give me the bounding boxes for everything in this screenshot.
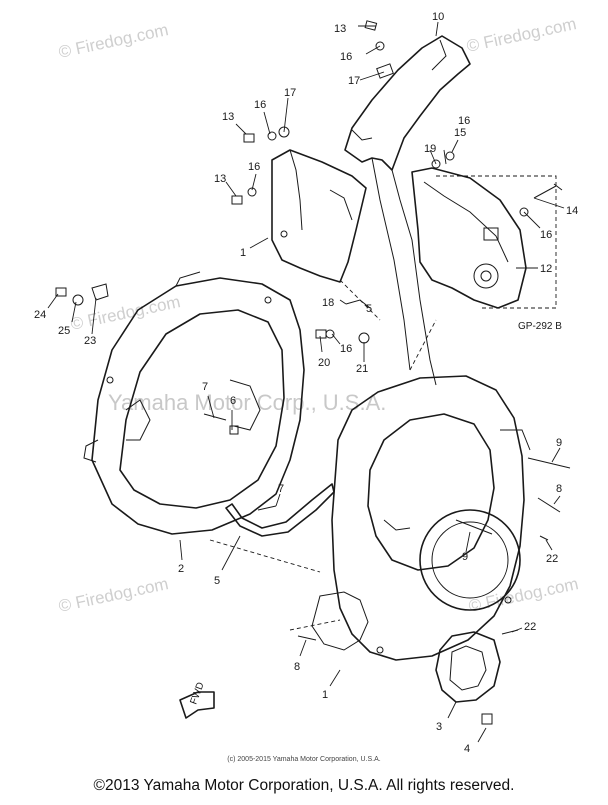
part-10-upper-cover <box>344 35 471 386</box>
watermark-firedog-top-left: © Firedog.com <box>57 20 170 62</box>
callout-1-side: 1 <box>240 247 246 259</box>
callout-8-lower: 8 <box>294 661 300 673</box>
callout-12: 12 <box>540 263 552 275</box>
callout-16-left-mid: 16 <box>248 161 260 173</box>
callout-22-lower: 22 <box>524 621 536 633</box>
callout-13-top: 13 <box>334 23 346 35</box>
part-11-side-cover <box>271 149 367 283</box>
part-2-left-housing <box>83 271 305 535</box>
callout-7-left: 7 <box>202 381 208 393</box>
callout-17-top: 17 <box>348 75 360 87</box>
diagram-code: GP-292 B <box>518 321 562 332</box>
callout-1-main: 1 <box>322 689 328 701</box>
callout-25: 25 <box>58 325 70 337</box>
callout-5: 5 <box>214 575 220 587</box>
fasteners <box>55 20 571 725</box>
callout-16-top: 16 <box>340 51 352 63</box>
leader-lines <box>47 21 565 743</box>
part-3-gasket <box>435 631 501 703</box>
part-1-crankcase <box>311 375 531 661</box>
callout-19: 19 <box>424 143 436 155</box>
part-12-cover-plate <box>411 167 557 309</box>
callout-17-left: 17 <box>284 87 296 99</box>
callout-5-top: 5 <box>366 303 372 315</box>
callout-23: 23 <box>84 335 96 347</box>
callout-22-right: 22 <box>546 553 558 565</box>
callout-10: 10 <box>432 11 444 23</box>
callout-16-mid-18: 16 <box>340 343 352 355</box>
assembly-line-2 <box>209 539 321 573</box>
callout-20: 20 <box>318 357 330 369</box>
callout-15: 15 <box>454 127 466 139</box>
watermark-firedog-bottom-left: © Firedog.com <box>57 574 170 616</box>
watermark-firedog-top-right: © Firedog.com <box>465 14 578 56</box>
part-5-brace <box>225 483 335 537</box>
watermark-yamaha: Yamaha Motor Corp., U.S.A. <box>108 390 386 415</box>
callout-16-right-mid: 16 <box>540 229 552 241</box>
callout-13-left-mid: 13 <box>214 173 226 185</box>
callout-16-right-top: 16 <box>458 115 470 127</box>
copyright-footer: ©2013 Yamaha Motor Corporation, U.S.A. A… <box>93 777 515 794</box>
fwd-arrow-icon: FWD <box>179 681 215 719</box>
callout-9-center: 9 <box>462 551 468 563</box>
callout-14: 14 <box>566 205 578 217</box>
fwd-label: FWD <box>188 681 206 706</box>
assembly-line-3 <box>409 319 437 371</box>
callout-18: 18 <box>322 297 334 309</box>
assembly-line-1 <box>289 619 341 631</box>
callout-4: 4 <box>464 743 470 755</box>
callout-7-lower: 7 <box>278 483 284 495</box>
small-credit-line: (c) 2005-2015 Yamaha Motor Corporation, … <box>227 756 381 763</box>
callout-8-right: 8 <box>556 483 562 495</box>
callout-16-left-top: 16 <box>254 99 266 111</box>
callout-9-right: 9 <box>556 437 562 449</box>
callout-13-left-top: 13 <box>222 111 234 123</box>
callout-3: 3 <box>436 721 442 733</box>
callout-21: 21 <box>356 363 368 375</box>
callout-6: 6 <box>230 395 236 407</box>
watermark-firedog-mid: © Firedog.com <box>69 292 182 334</box>
callout-2: 2 <box>178 563 184 575</box>
callout-24: 24 <box>34 309 46 321</box>
